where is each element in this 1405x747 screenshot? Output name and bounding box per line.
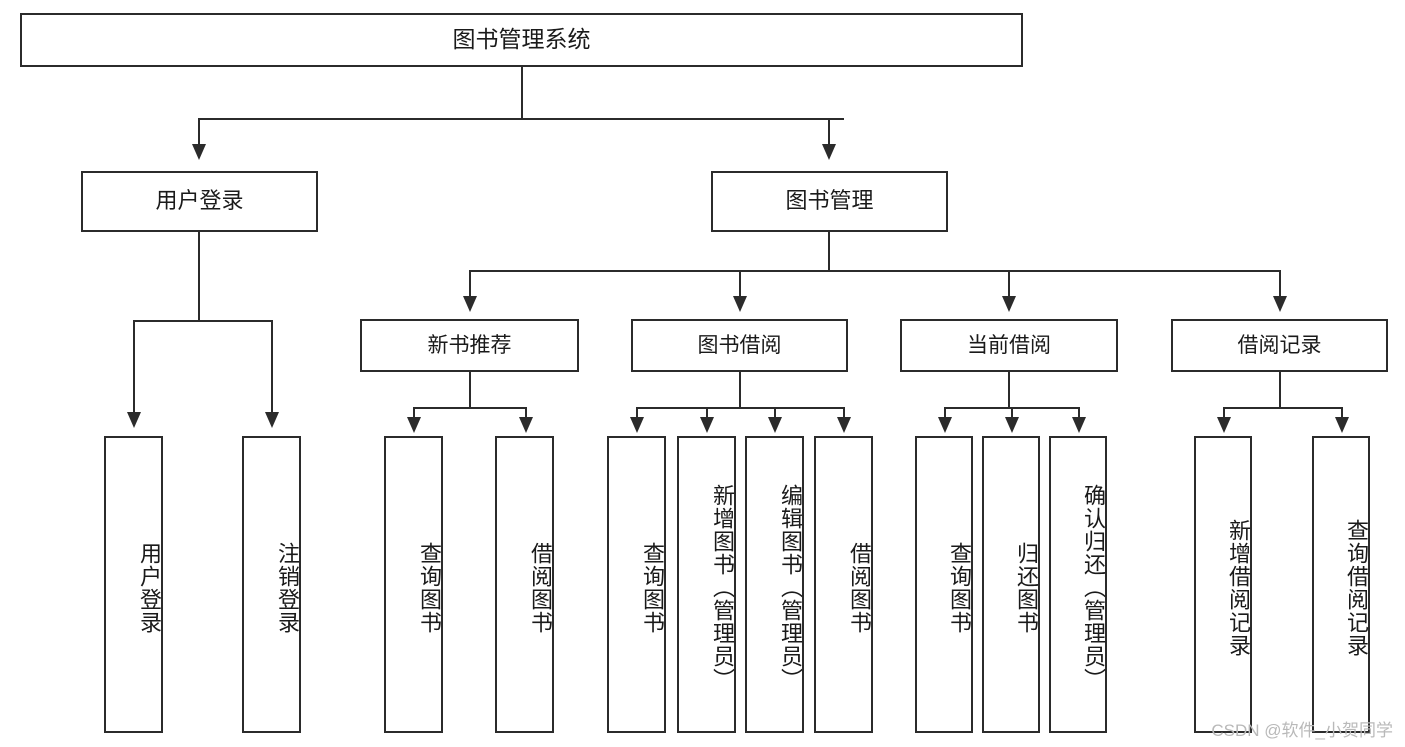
arrow-down-icon [1273, 296, 1287, 312]
node-label: 用户登录 [155, 188, 244, 214]
connector-cb-drop-3 [1078, 407, 1080, 419]
arrow-down-icon [938, 417, 952, 433]
node-label: 查询图书 [947, 541, 972, 634]
connector-bm-drop-1 [469, 270, 471, 298]
node-label: 借阅图书 [528, 541, 553, 634]
leaf-query-book-current[interactable]: 查询图书 [915, 436, 973, 733]
connector-bb-drop-2 [706, 407, 708, 419]
leaf-query-book-borrow[interactable]: 查询图书 [607, 436, 666, 733]
arrow-down-icon [1335, 417, 1349, 433]
arrow-down-icon [519, 417, 533, 433]
node-label: 当前借阅 [967, 333, 1051, 357]
node-label: 新增图书（管理员） [710, 484, 735, 691]
arrow-down-icon [837, 417, 851, 433]
connector-new-book-bus [413, 407, 525, 409]
arrow-down-icon [768, 417, 782, 433]
leaf-query-borrow-record[interactable]: 查询借阅记录 [1312, 436, 1370, 733]
connector-cb-drop-2 [1011, 407, 1013, 419]
connector-borrow-record-stem [1279, 372, 1281, 407]
arrow-down-icon [1002, 296, 1016, 312]
node-label: 图书管理 [785, 188, 874, 214]
arrow-down-icon [265, 412, 279, 428]
arrow-down-icon [700, 417, 714, 433]
node-label: 图书借阅 [697, 333, 782, 357]
node-label: 新增借阅记录 [1226, 518, 1251, 657]
node-book-borrow[interactable]: 图书借阅 [631, 319, 848, 372]
arrow-down-icon [127, 412, 141, 428]
leaf-borrow-book-new[interactable]: 借阅图书 [495, 436, 554, 733]
node-new-book-recommendation[interactable]: 新书推荐 [360, 319, 579, 372]
leaf-edit-book-admin[interactable]: 编辑图书（管理员） [745, 436, 804, 733]
leaf-return-book[interactable]: 归还图书 [982, 436, 1040, 733]
node-user-login[interactable]: 用户登录 [81, 171, 318, 232]
connector-user-login-drop-2 [271, 320, 273, 414]
node-label: 用户登录 [137, 541, 162, 634]
arrow-down-icon [192, 144, 206, 160]
connector-book-management-bus [469, 270, 1280, 272]
connector-root-to-user-login [198, 118, 200, 146]
connector-current-borrow-stem [1008, 372, 1010, 407]
arrow-down-icon [1005, 417, 1019, 433]
arrow-down-icon [1072, 417, 1086, 433]
connector-book-management-stem [828, 232, 830, 270]
connector-borrow-record-bus [1223, 407, 1341, 409]
connector-root-stem [521, 67, 523, 118]
connector-root-bus [198, 118, 844, 120]
node-current-borrow[interactable]: 当前借阅 [900, 319, 1118, 372]
leaf-add-book-admin[interactable]: 新增图书（管理员） [677, 436, 736, 733]
node-label: 查询图书 [417, 541, 442, 634]
node-root-book-management-system[interactable]: 图书管理系统 [20, 13, 1023, 67]
node-borrow-record[interactable]: 借阅记录 [1171, 319, 1388, 372]
connector-bm-drop-4 [1279, 270, 1281, 298]
node-label: 注销登录 [275, 541, 300, 634]
leaf-logout[interactable]: 注销登录 [242, 436, 301, 733]
node-label: 图书管理系统 [452, 26, 591, 53]
connector-bb-drop-3 [774, 407, 776, 419]
leaf-borrow-book[interactable]: 借阅图书 [814, 436, 873, 733]
connector-user-login-stem [198, 232, 200, 320]
connector-br-drop-2 [1341, 407, 1343, 419]
connector-bb-drop-1 [636, 407, 638, 419]
leaf-query-book-new[interactable]: 查询图书 [384, 436, 443, 733]
arrow-down-icon [463, 296, 477, 312]
connector-bm-drop-3 [1008, 270, 1010, 298]
leaf-user-login[interactable]: 用户登录 [104, 436, 163, 733]
node-book-management[interactable]: 图书管理 [711, 171, 948, 232]
node-label: 归还图书 [1014, 541, 1039, 634]
node-label: 借阅记录 [1237, 333, 1322, 357]
connector-root-to-book-management [828, 118, 830, 146]
connector-user-login-bus [133, 320, 271, 322]
arrow-down-icon [1217, 417, 1231, 433]
node-label: 确认归还（管理员） [1081, 484, 1106, 691]
connector-book-borrow-stem [739, 372, 741, 407]
node-label: 查询图书 [640, 541, 665, 634]
connector-bm-drop-2 [739, 270, 741, 298]
leaf-add-borrow-record[interactable]: 新增借阅记录 [1194, 436, 1252, 733]
connector-nb-drop-2 [525, 407, 527, 419]
connector-user-login-drop-1 [133, 320, 135, 414]
node-label: 新书推荐 [427, 333, 512, 357]
connector-book-borrow-bus [636, 407, 843, 409]
leaf-confirm-return-admin[interactable]: 确认归还（管理员） [1049, 436, 1107, 733]
arrow-down-icon [630, 417, 644, 433]
connector-br-drop-1 [1223, 407, 1225, 419]
arrow-down-icon [822, 144, 836, 160]
connector-cb-drop-1 [944, 407, 946, 419]
arrow-down-icon [733, 296, 747, 312]
connector-bb-drop-4 [843, 407, 845, 419]
node-label: 查询借阅记录 [1344, 518, 1369, 657]
node-label: 借阅图书 [847, 541, 872, 634]
connector-new-book-stem [469, 372, 471, 407]
connector-nb-drop-1 [413, 407, 415, 419]
arrow-down-icon [407, 417, 421, 433]
node-label: 编辑图书（管理员） [778, 484, 803, 691]
